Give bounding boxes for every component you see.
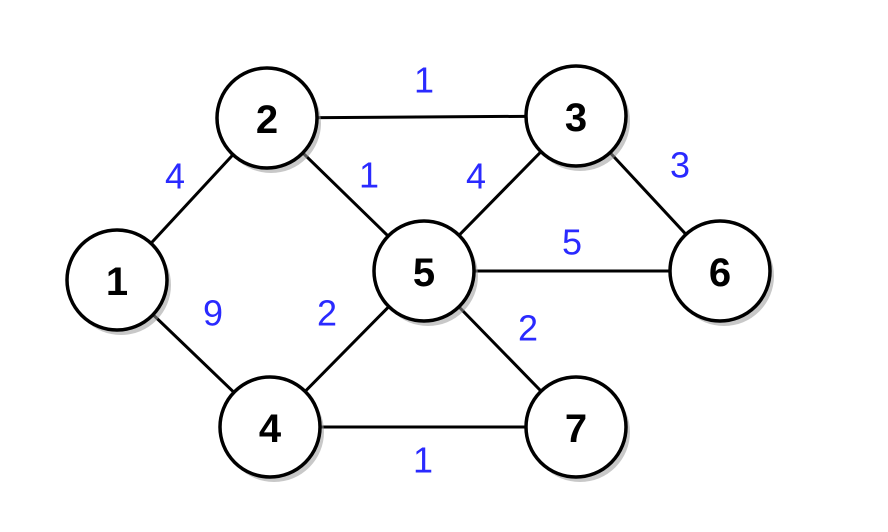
edge-weight-2-5: 1 — [359, 155, 379, 196]
node-4: 4 — [218, 375, 324, 482]
edge-weight-1-4: 9 — [203, 293, 223, 334]
node-2: 2 — [215, 66, 321, 173]
edge-weight-4-7: 1 — [413, 440, 433, 481]
node-label: 6 — [709, 251, 731, 295]
node-label: 2 — [256, 98, 278, 142]
node-label: 7 — [565, 407, 587, 451]
node-7: 7 — [524, 375, 630, 482]
edge-weights-layer: 4 9 1 1 4 3 5 2 2 1 — [165, 60, 690, 481]
edge-weight-3-6: 3 — [670, 145, 690, 186]
edge-weight-5-6: 5 — [562, 222, 582, 263]
edge-weight-3-5: 4 — [466, 156, 486, 197]
edge-weight-1-2: 4 — [165, 156, 185, 197]
node-circle — [215, 66, 319, 170]
node-label: 3 — [565, 96, 587, 140]
node-5: 5 — [372, 219, 478, 326]
node-label: 1 — [106, 260, 128, 304]
edge-weight-5-7: 2 — [518, 308, 538, 349]
nodes-layer: 1 2 3 4 5 6 7 — [65, 64, 774, 482]
node-circle — [218, 375, 322, 479]
node-3: 3 — [524, 64, 630, 171]
node-label: 5 — [413, 251, 435, 295]
node-circle — [65, 228, 169, 332]
node-circle — [524, 375, 628, 479]
node-1: 1 — [65, 228, 171, 335]
node-label: 4 — [259, 407, 282, 451]
node-circle — [668, 219, 772, 323]
edge-weight-4-5: 2 — [317, 293, 337, 334]
edge-weight-2-3: 1 — [414, 60, 434, 101]
node-circle — [372, 219, 476, 323]
node-circle — [524, 64, 628, 168]
node-6: 6 — [668, 219, 774, 326]
